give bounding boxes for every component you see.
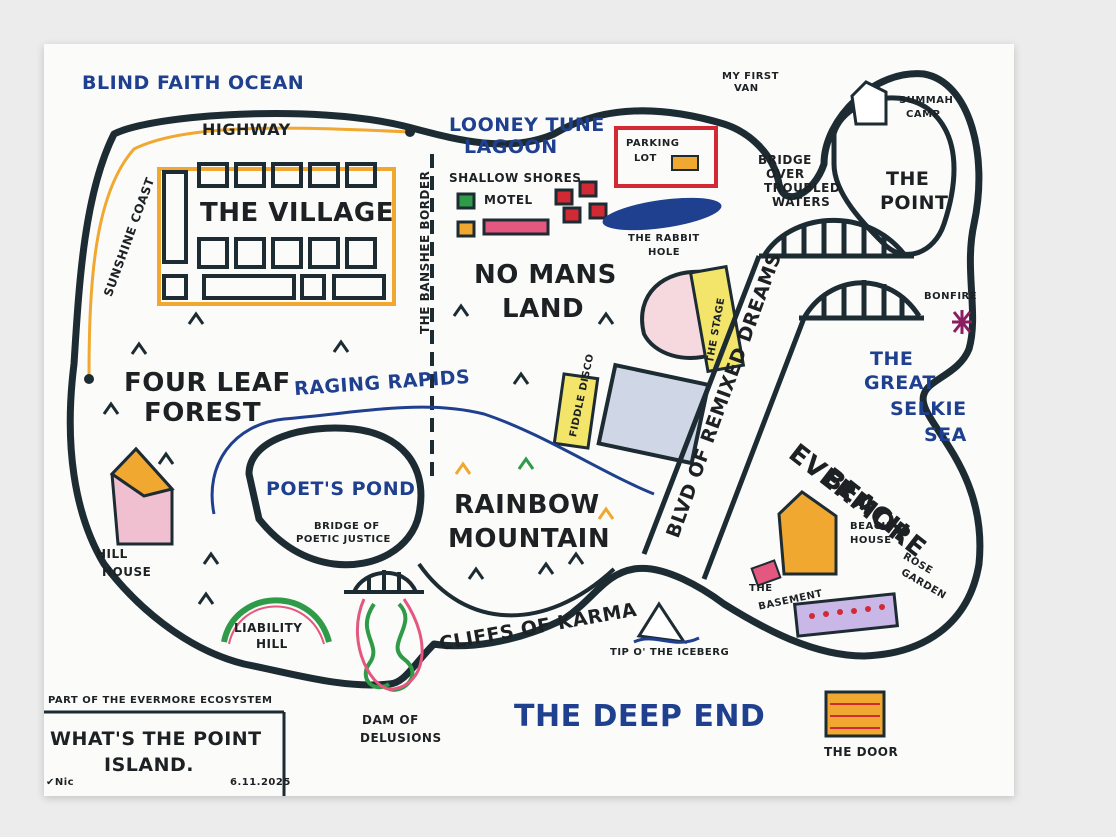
- hill-house: [109, 446, 175, 546]
- island-outline: [66, 70, 984, 689]
- summah-camp-label-2: CAMP: [906, 109, 941, 120]
- the-village: [157, 167, 396, 306]
- deep-end-label: THE DEEP END: [514, 699, 766, 734]
- tip-of-iceberg-label: TIP O' THE ICEBERG: [610, 647, 730, 658]
- dam-label-1: DAM OF: [362, 713, 419, 727]
- map-title-line2: ISLAND.: [104, 754, 194, 776]
- blind-faith-ocean-label: BLIND FAITH OCEAN: [82, 72, 305, 94]
- door-stripes: [830, 703, 880, 729]
- rose-garden: [792, 592, 900, 638]
- bridge-troubled-label-1: BRIDGE: [758, 153, 812, 167]
- poets-pond-label: POET'S POND: [266, 478, 416, 500]
- shallow-shores-label-2: MOTEL: [484, 193, 533, 207]
- the-basement-label-1: THE: [749, 583, 773, 594]
- village-buildings: [162, 162, 386, 300]
- signature: ✔Nic: [46, 777, 75, 788]
- fiddle-disco-building: [596, 362, 711, 466]
- map-drawing: [44, 70, 984, 796]
- tree-marks-green: [517, 456, 535, 470]
- point-inner-lagoon: [831, 95, 957, 257]
- beach-house-label-2: HOUSE: [850, 535, 892, 546]
- bridge-poetic-label-1: BRIDGE OF: [314, 521, 380, 532]
- sunshine-coast-highway: [87, 126, 411, 380]
- beach-house: [777, 490, 838, 576]
- looney-tune-lagoon-label-1: LOONEY TUNE: [449, 114, 605, 136]
- liability-label-2: HILL: [256, 637, 288, 651]
- rabbit-hole-label-2: HOLE: [648, 247, 681, 258]
- hill-house-label-2: HOUSE: [102, 565, 152, 579]
- bridge-troubled-label-4: WATERS: [772, 195, 831, 209]
- the-point-label-2: POINT: [880, 192, 949, 214]
- bonfire-label: BONFIRE: [924, 291, 978, 302]
- four-leaf-label-2: FOREST: [144, 398, 262, 428]
- fiddle-disco-sign: [552, 372, 600, 450]
- dam-label-2: DELUSIONS: [360, 731, 442, 745]
- map-date: 6.11.2025: [230, 777, 291, 788]
- looney-tune-lagoon-label-2: LAGOON: [464, 136, 558, 158]
- blvd-of-remixed-dreams-road: [641, 255, 807, 580]
- the-village-label: THE VILLAGE: [200, 198, 394, 228]
- cliffs-of-karma-line: [417, 562, 616, 618]
- great-selkie-label-4: SEA: [924, 424, 967, 446]
- beach-house-label-1: BEACH: [850, 521, 891, 532]
- hill-house-label-1: HILL: [96, 547, 128, 561]
- parking-lot: [614, 126, 718, 188]
- great-selkie-label-2: GREAT: [864, 372, 936, 394]
- parking-lot-label-2: LOT: [634, 153, 657, 164]
- highway-label: HIGHWAY: [202, 120, 291, 139]
- bridge-poetic-label-2: POETIC JUSTICE: [296, 534, 391, 545]
- highway-end-dot-2: [405, 127, 415, 137]
- poets-pond: [245, 424, 425, 569]
- my-first-van: [671, 155, 699, 171]
- the-door: [824, 690, 886, 738]
- map-title-line1: WHAT'S THE POINT: [50, 728, 262, 750]
- liability-hill-pink: [228, 605, 325, 645]
- rose-garden-flowers: [809, 604, 885, 619]
- tip-of-iceberg: [636, 601, 688, 644]
- the-basement: [750, 559, 782, 587]
- iceberg-water: [633, 636, 700, 644]
- no-mans-land-label-1: NO MANS: [474, 260, 617, 290]
- bridge-troubled-label-3: TROUBLED: [764, 181, 841, 195]
- map-subtitle: PART OF THE EVERMORE ECOSYSTEM: [48, 695, 273, 706]
- summah-camp-label-1: SUMMAH: [899, 95, 954, 106]
- bridge-troubled-label-2: OVER: [766, 167, 805, 181]
- no-mans-land-label-2: LAND: [502, 294, 585, 324]
- my-first-van-label-2: VAN: [734, 83, 759, 94]
- the-door-label: THE DOOR: [824, 745, 899, 759]
- four-leaf-label-1: FOUR LEAF: [124, 368, 291, 398]
- rainbow-label-1: RAINBOW: [454, 490, 600, 520]
- bridge-of-poetic-justice: [344, 570, 424, 594]
- liability-hill: [221, 597, 332, 643]
- parking-lot-label-1: PARKING: [626, 138, 680, 149]
- banshee-border-label: THE BANSHEE BORDER: [418, 170, 432, 334]
- bonfire: [952, 310, 972, 334]
- rainbow-label-2: MOUNTAIN: [448, 524, 611, 554]
- rabbit-hole: [602, 197, 722, 231]
- liability-label-1: LIABILITY: [234, 621, 303, 635]
- the-point-label-1: THE: [886, 168, 930, 190]
- tree-marks-colored: [454, 461, 615, 520]
- rabbit-hole-label-1: THE RABBIT: [628, 233, 700, 244]
- raging-rapids-river: [210, 405, 655, 515]
- great-selkie-label-3: SELKIE: [890, 398, 967, 420]
- dam-pink-outline: [355, 598, 424, 691]
- tree-marks: [102, 303, 615, 605]
- my-first-van-label-1: MY FIRST: [722, 71, 779, 82]
- shallow-shores-motel: [456, 180, 608, 238]
- shallow-shores-label-1: SHALLOW SHORES: [449, 171, 582, 185]
- bridge-over-troubled-waters: [759, 218, 924, 321]
- summah-camp-house: [850, 80, 888, 126]
- paper-sheet: BLIND FAITH OCEAN LOONEY TUNE LAGOON SUN…: [44, 44, 1014, 796]
- great-selkie-label-1: THE: [870, 348, 914, 370]
- highway-end-dot: [84, 374, 94, 384]
